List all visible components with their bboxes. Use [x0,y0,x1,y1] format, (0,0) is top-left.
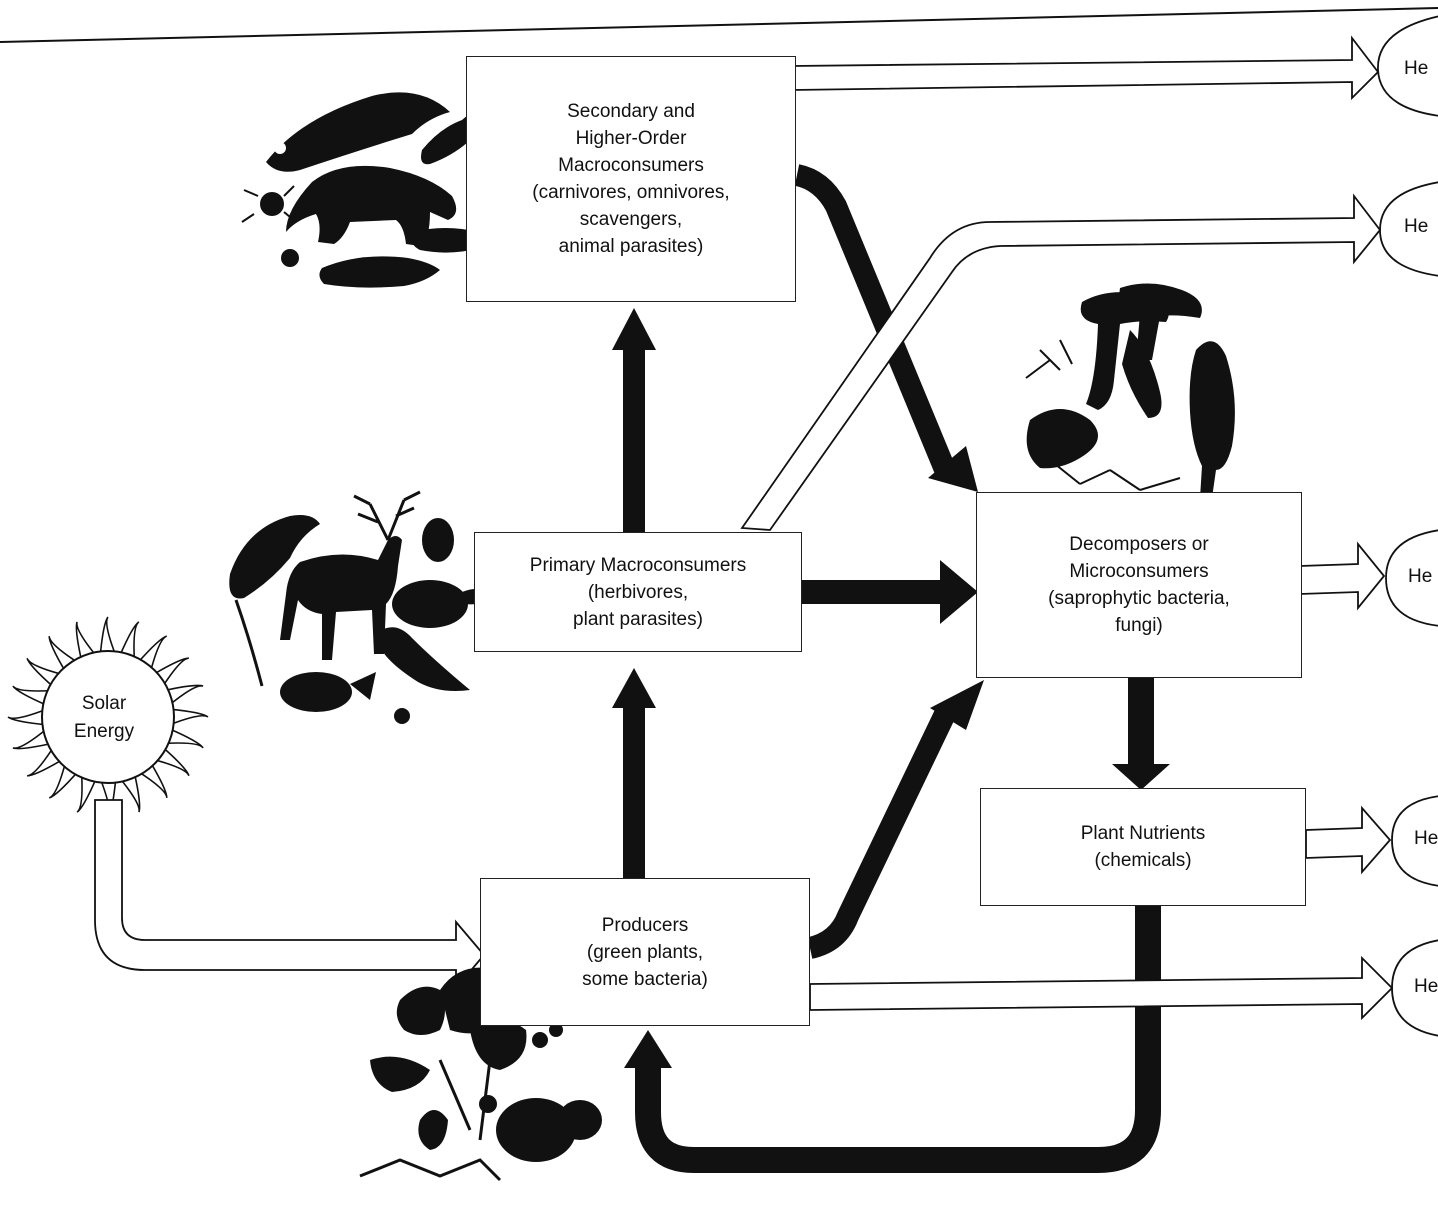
sun-ray [168,708,209,726]
top-border-line [0,7,1438,43]
sun-ray [75,621,98,662]
solar-line-2: Energy [73,721,135,742]
producers-box: Producers (green plants, some bacteria) [480,878,810,1026]
heat-sink-4 [1391,795,1438,887]
fungi-silhouette-icon [1025,283,1235,498]
box-line: Decomposers or [1069,534,1209,555]
box-line: (herbivores, [587,581,689,603]
solar-energy-label: Solar Energy [42,690,166,746]
decomposers-box: Decomposers or Microconsumers (saprophyt… [976,492,1302,678]
heat-sink-2 [1379,181,1438,277]
sun-ray [99,616,117,657]
heat-sink-1 [1377,15,1438,117]
predators-silhouette-icon [241,92,488,288]
sun-ray [163,684,204,707]
plant-nutrients-box: Plant Nutrients (chemicals) [980,788,1306,906]
box-line: Producers [601,914,689,936]
producers-to-decomposers-arrow [807,707,956,959]
decomposers-to-nutrients-arrow [1112,678,1170,790]
secondary-consumers-box: Secondary and Higher-Order Macroconsumer… [466,56,796,302]
sun-ray [12,685,54,707]
heat-label-4: He [1414,828,1438,849]
box-line: Primary Macroconsumers [529,554,747,576]
heat-sink-3 [1385,529,1438,627]
heat-label-2: He [1404,216,1429,237]
primary-to-decomposers-arrow [802,560,978,624]
heat-label-5: He [1414,976,1438,997]
heat-arrow-primary [740,193,1382,531]
heat-arrow-nutrients [1305,805,1392,875]
box-line: Macroconsumers [558,155,704,176]
heat-arrow-secondary [791,35,1380,101]
box-line: (green plants, [586,941,704,963]
box-line: fungi) [1115,615,1163,636]
box-line: animal parasites) [558,236,704,257]
heat-label-1: He [1404,58,1429,79]
box-line: (chemicals) [1094,850,1192,871]
box-line: scavengers, [579,209,683,230]
nutrients-to-producers-arrow [635,905,1161,1173]
heat-sink-5 [1391,939,1438,1037]
box-line: Microconsumers [1069,561,1209,582]
box-line: (saprophytic bacteria, [1048,588,1230,609]
producers-to-primary-arrow [612,668,656,882]
sun-ray [7,708,48,726]
box-line: Higher-Order [575,128,687,149]
sun-icon [7,616,209,818]
sun-ray [12,727,53,750]
box-line: some bacteria) [582,968,708,990]
herbivores-silhouette-icon [229,490,492,724]
heat-arrow-decomposers [1299,541,1386,611]
sun-ray [162,727,204,749]
box-line: (carnivores, omnivores, [532,182,730,203]
secondary-to-decomposers-arrow [794,164,957,477]
sun-ray [76,771,98,813]
primary-to-secondary-arrow [612,308,656,532]
box-line: plant parasites) [573,608,703,630]
solar-input-arrow [94,799,486,991]
sun-ray [118,621,140,663]
sun-ray [118,772,141,813]
heat-arrow-producers [809,955,1394,1021]
heat-label-3: He [1408,566,1433,587]
box-line: Plant Nutrients [1080,823,1206,844]
box-line: Secondary and [567,101,695,122]
solar-line-1: Solar [81,693,127,714]
primary-consumers-box: Primary Macroconsumers (herbivores, plan… [474,532,802,652]
